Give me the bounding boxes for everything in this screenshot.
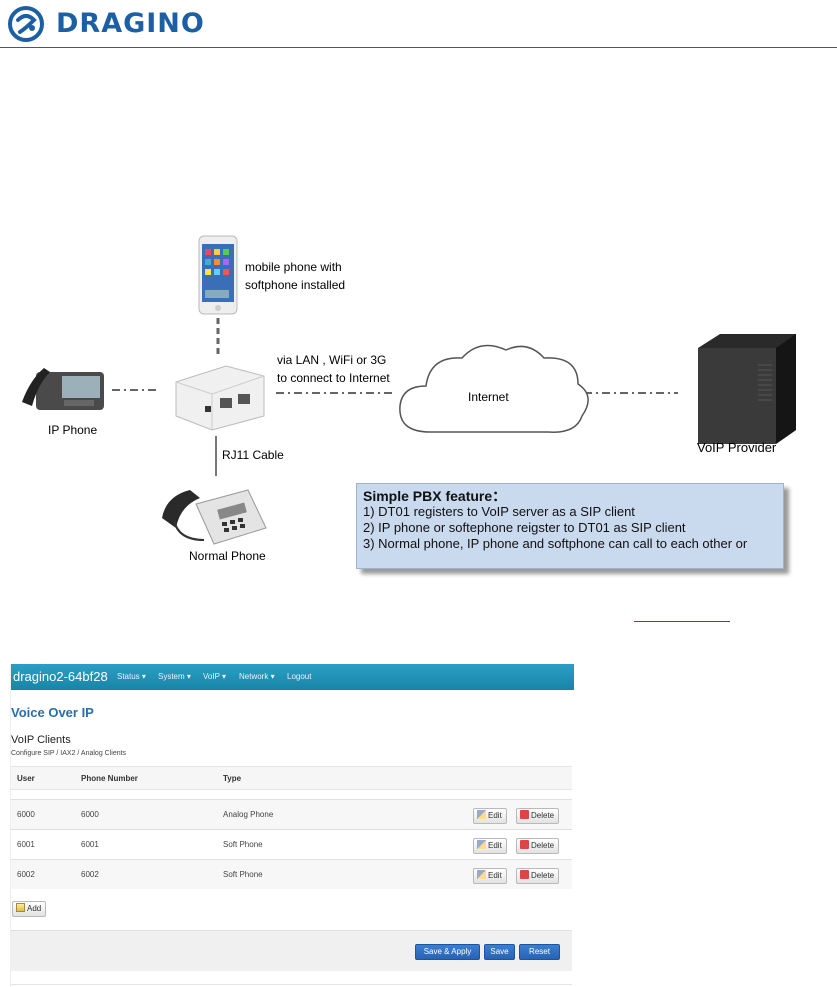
nav-voip[interactable]: VoIP ▾ bbox=[203, 672, 226, 681]
delete-button[interactable]: Delete bbox=[516, 838, 560, 854]
column-phone-number: Phone Number bbox=[81, 774, 138, 783]
internet-label: Internet bbox=[468, 390, 509, 404]
brand-name: DRAGINO bbox=[56, 8, 205, 39]
save-button[interactable]: Save bbox=[484, 944, 515, 960]
network-diagram: mobile phone with softphone installed vi… bbox=[22, 235, 796, 563]
device-hostname[interactable]: dragino2-64bf28 bbox=[13, 669, 108, 684]
dt01-device-icon bbox=[175, 365, 265, 431]
column-user: User bbox=[17, 774, 35, 783]
delete-label: Delete bbox=[531, 841, 555, 850]
normal-phone-label: Normal Phone bbox=[189, 549, 266, 563]
edit-label: Edit bbox=[488, 841, 502, 850]
edit-button[interactable]: Edit bbox=[473, 808, 507, 824]
nav-logout[interactable]: Logout bbox=[287, 672, 312, 681]
normal-phone-icon bbox=[162, 489, 267, 545]
delete-icon bbox=[520, 840, 529, 849]
connection-label-line1: via LAN , WiFi or 3G bbox=[277, 353, 386, 367]
cell-user: 6001 bbox=[17, 840, 35, 849]
ip-phone-label: IP Phone bbox=[48, 423, 97, 437]
edit-label: Edit bbox=[488, 871, 502, 880]
cell-phone-number: 6000 bbox=[81, 810, 99, 819]
cell-type: Soft Phone bbox=[223, 840, 263, 849]
nav-system[interactable]: System ▾ bbox=[158, 672, 191, 681]
voip-clients-screenshot: dragino2-64bf28 Status ▾ System ▾ VoIP ▾… bbox=[10, 664, 574, 987]
add-button[interactable]: Add bbox=[12, 901, 47, 917]
save-apply-button[interactable]: Save & Apply bbox=[415, 944, 480, 960]
pbx-feature-box: Simple PBX feature： 1) DT01 registers to… bbox=[356, 483, 784, 569]
pbx-feature-line: 1) DT01 registers to VoIP server as a SI… bbox=[363, 504, 635, 519]
pbx-feature-line: 3) Normal phone, IP phone and softphone … bbox=[363, 536, 748, 551]
header-divider bbox=[0, 47, 837, 48]
top-navbar: dragino2-64bf28 Status ▾ System ▾ VoIP ▾… bbox=[11, 664, 574, 690]
connection-label-line2: to connect to Internet bbox=[277, 371, 390, 385]
edit-icon bbox=[477, 840, 486, 849]
cell-phone-number: 6002 bbox=[81, 870, 99, 879]
edit-icon bbox=[477, 870, 486, 879]
delete-button[interactable]: Delete bbox=[516, 808, 560, 824]
delete-icon bbox=[520, 870, 529, 879]
delete-label: Delete bbox=[531, 811, 555, 820]
cell-type: Soft Phone bbox=[223, 870, 263, 879]
dragino-logo-icon bbox=[8, 6, 44, 42]
section-description: Configure SIP / IAX2 / Analog Clients bbox=[11, 750, 127, 757]
cell-user: 6000 bbox=[17, 810, 35, 819]
mobile-label-line1: mobile phone with bbox=[245, 260, 342, 274]
table-row: 6000 6000 Analog Phone Edit Delete bbox=[11, 799, 572, 829]
rj11-cable-label: RJ11 Cable bbox=[222, 448, 284, 462]
pbx-feature-title: Simple PBX feature： bbox=[363, 488, 507, 504]
link-underline[interactable] bbox=[634, 621, 730, 622]
ip-phone-icon bbox=[22, 368, 104, 410]
page-title: Voice Over IP bbox=[11, 705, 94, 720]
cell-phone-number: 6001 bbox=[81, 840, 99, 849]
mobile-label-line2: softphone installed bbox=[245, 278, 345, 292]
bottom-divider bbox=[11, 984, 572, 985]
add-icon bbox=[16, 903, 25, 912]
form-actions-bar: Save & Apply Save Reset bbox=[11, 930, 572, 971]
column-type: Type bbox=[223, 774, 242, 783]
nav-network[interactable]: Network ▾ bbox=[239, 672, 275, 681]
table-row: 6002 6002 Soft Phone Edit Delete bbox=[11, 859, 572, 889]
delete-button[interactable]: Delete bbox=[516, 868, 560, 884]
delete-label: Delete bbox=[531, 871, 555, 880]
edit-icon bbox=[477, 810, 486, 819]
cell-type: Analog Phone bbox=[223, 810, 274, 819]
add-label: Add bbox=[27, 904, 42, 913]
mobile-phone-icon bbox=[198, 235, 238, 315]
edit-label: Edit bbox=[488, 811, 502, 820]
pbx-feature-line: 2) IP phone or softephone reigster to DT… bbox=[363, 520, 686, 535]
section-title: VoIP Clients bbox=[11, 734, 71, 746]
table-row: 6001 6001 Soft Phone Edit Delete bbox=[11, 829, 572, 859]
reset-button[interactable]: Reset bbox=[519, 944, 560, 960]
table-header: User Phone Number Type bbox=[11, 766, 572, 790]
nav-status[interactable]: Status ▾ bbox=[117, 672, 146, 681]
edit-button[interactable]: Edit bbox=[473, 868, 507, 884]
delete-icon bbox=[520, 810, 529, 819]
voip-server-icon bbox=[698, 334, 796, 444]
edit-button[interactable]: Edit bbox=[473, 838, 507, 854]
cell-user: 6002 bbox=[17, 870, 35, 879]
voip-provider-label: VoIP Provider bbox=[697, 440, 777, 455]
internet-cloud-icon bbox=[399, 344, 589, 433]
